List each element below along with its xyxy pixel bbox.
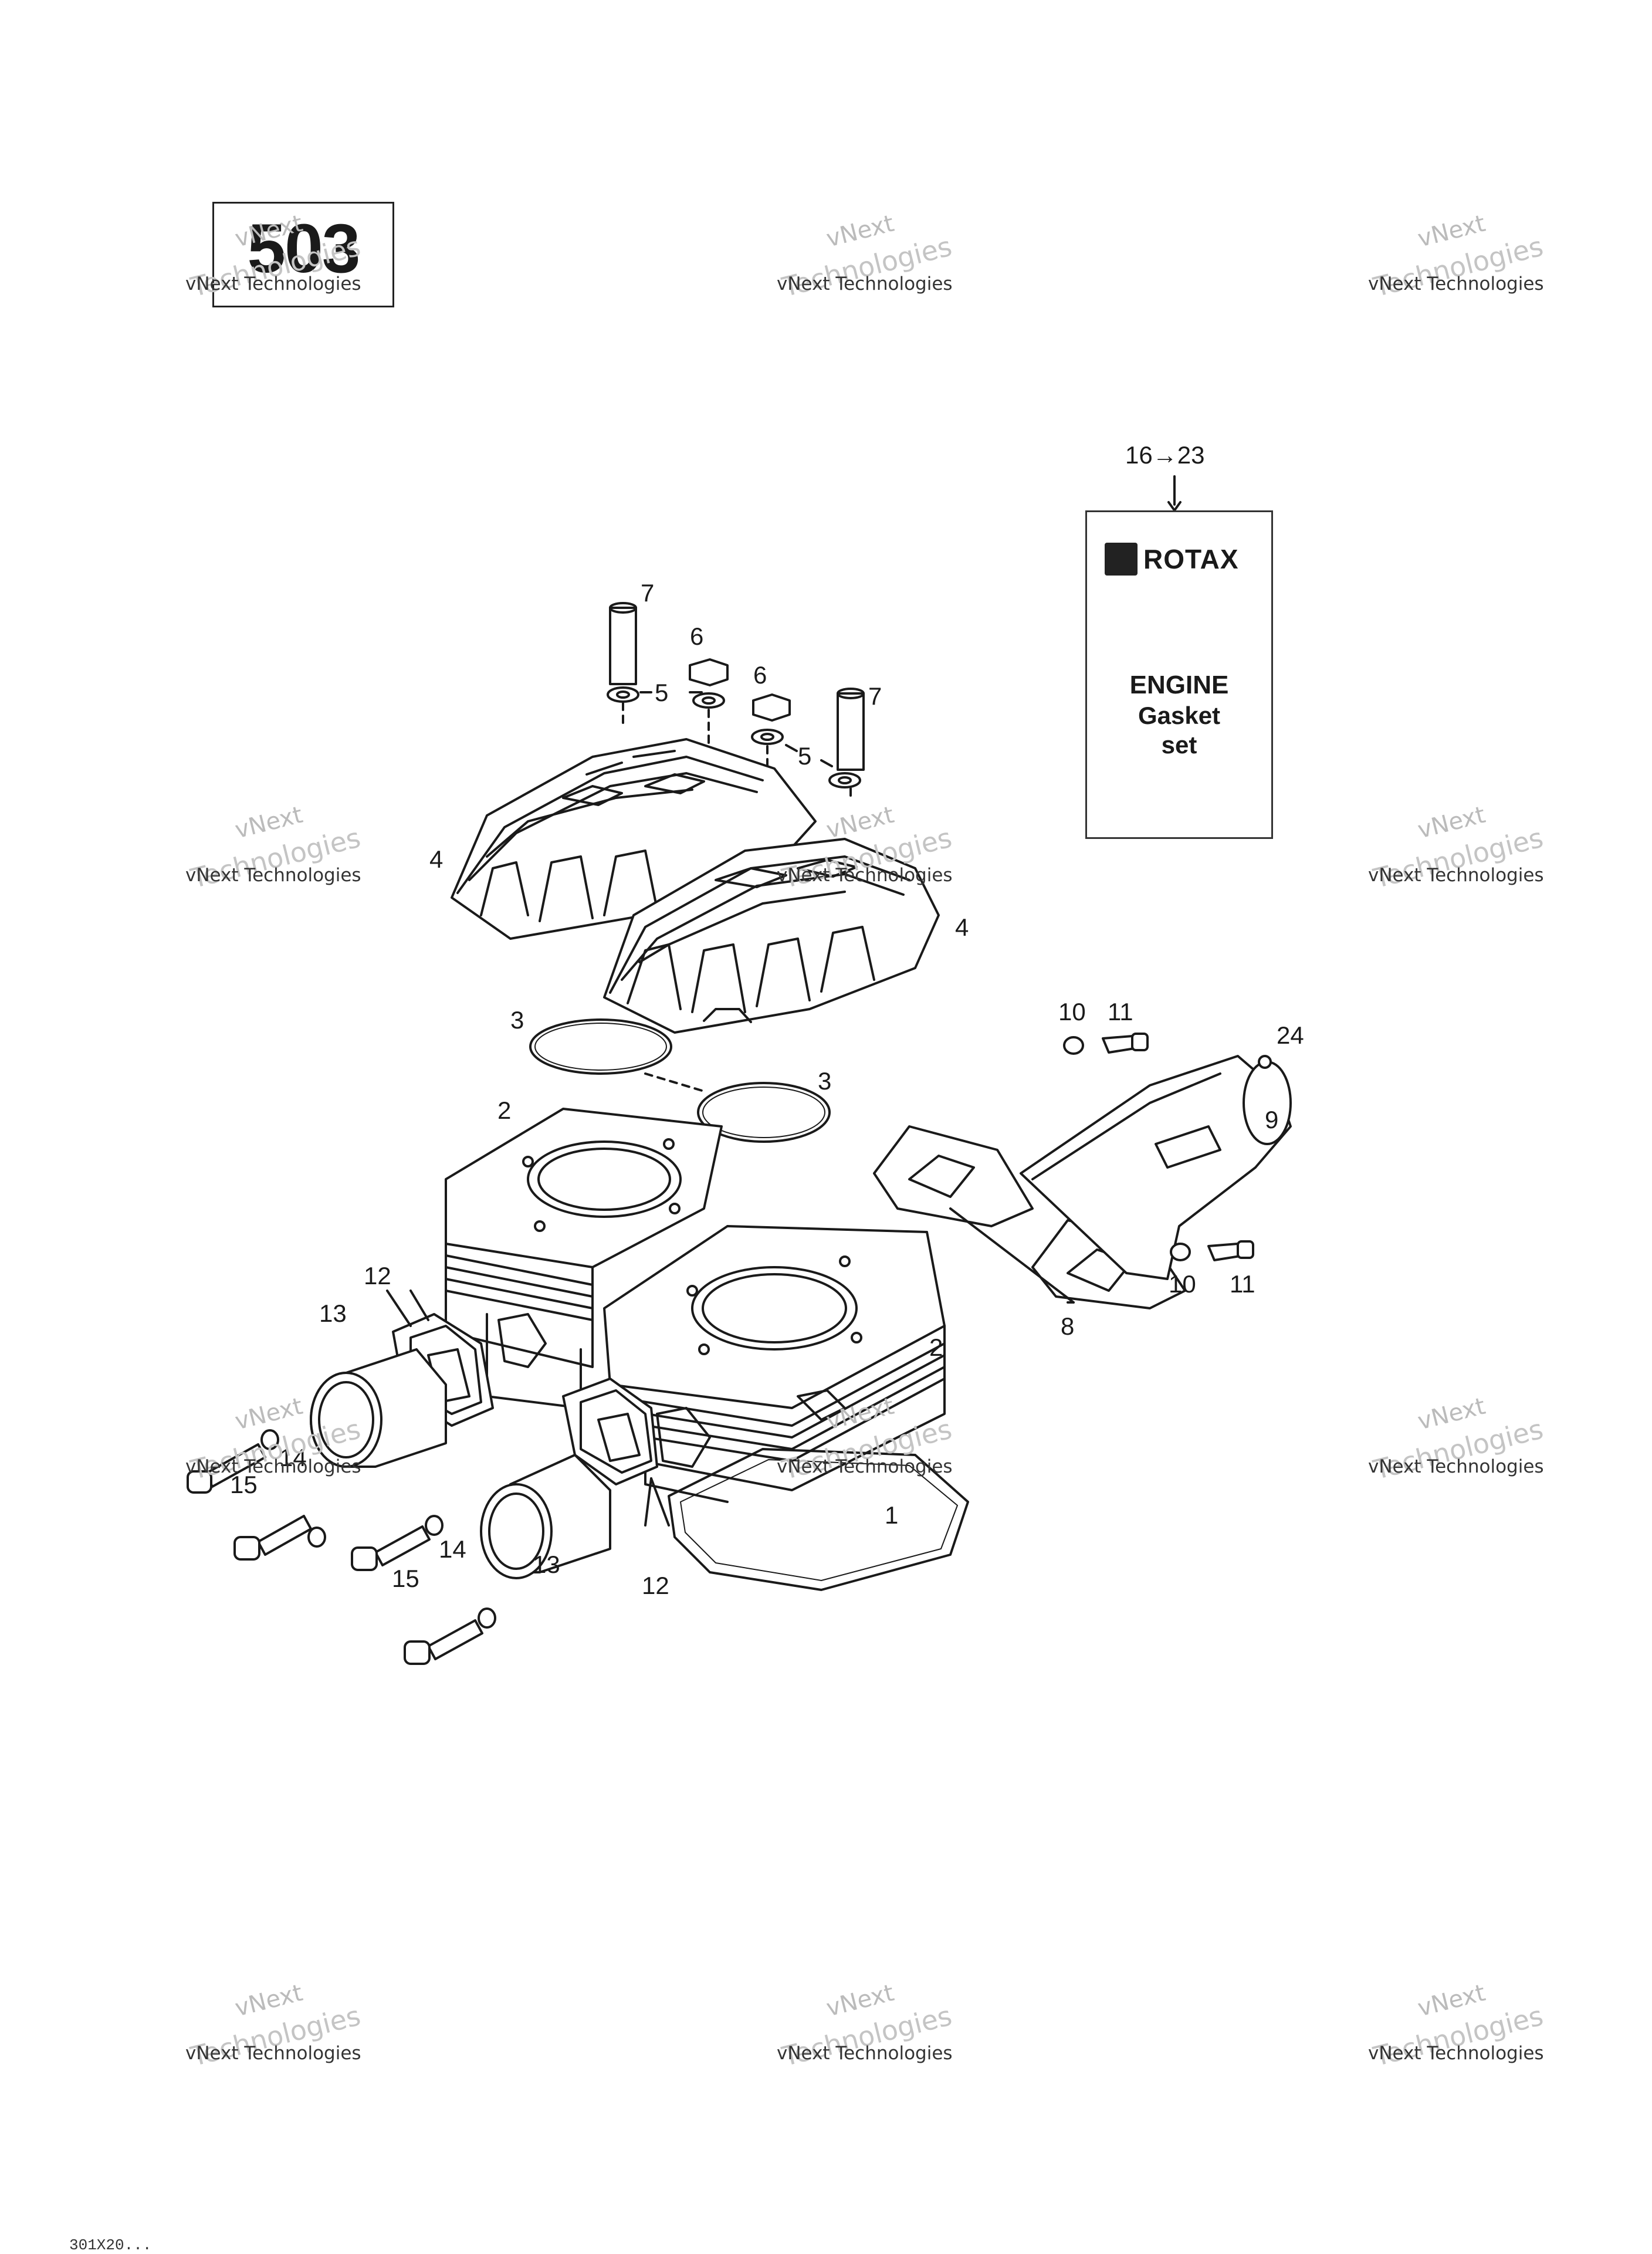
callout-12: 12 — [642, 1572, 669, 1599]
exhaust-manifold — [1020, 1055, 1292, 1280]
intake-socket-left — [310, 1348, 447, 1468]
callout-13: 13 — [533, 1551, 560, 1578]
callout-8: 8 — [1061, 1312, 1075, 1340]
kit-brand-name: ROTAX — [1143, 544, 1239, 574]
callout-2: 2 — [497, 1096, 512, 1124]
callout-15: 15 — [392, 1565, 419, 1592]
callout-4: 4 — [955, 913, 969, 941]
base-gasket — [668, 1448, 969, 1591]
lock-washers — [260, 1429, 496, 1629]
callout-11: 11 — [1108, 998, 1133, 1026]
callout-5: 5 — [798, 742, 812, 770]
nut-right — [751, 693, 791, 823]
o-ring-front — [697, 1082, 831, 1143]
engine-model-label: 503 — [247, 210, 361, 287]
drawing-code: 301X20... — [69, 2236, 152, 2254]
gasket-kit: ROTAX ENGINE Gasket set — [1085, 510, 1273, 839]
intake-socket-right — [480, 1454, 611, 1579]
callout-5: 5 — [655, 679, 669, 706]
callout-15: 15 — [230, 1471, 258, 1498]
washer-left — [607, 686, 639, 703]
cylinder-head-front — [603, 838, 940, 1034]
callout-9: 9 — [1265, 1106, 1279, 1133]
washer-right — [828, 772, 861, 788]
callout-11: 11 — [1230, 1270, 1255, 1298]
kit-subtitle: Gasket — [1138, 702, 1221, 729]
callout-2: 2 — [929, 1334, 943, 1361]
callout-7: 7 — [868, 682, 882, 710]
callout-13: 13 — [319, 1299, 347, 1327]
callout-6: 6 — [690, 622, 704, 650]
callout-24: 24 — [1277, 1021, 1304, 1049]
cylinder-front — [603, 1225, 946, 1503]
callout-6: 6 — [753, 661, 767, 689]
manifold-screw-upper — [1063, 1033, 1149, 1055]
exhaust-gasket-upper — [873, 1125, 1034, 1227]
callout-14: 14 — [439, 1535, 466, 1563]
callout-7: 7 — [641, 579, 655, 607]
callout-3: 3 — [818, 1067, 832, 1095]
callout-12: 12 — [364, 1262, 391, 1290]
intake-screws — [187, 1443, 483, 1665]
callout-10: 10 — [1169, 1270, 1196, 1298]
kit-subtitle-2: set — [1161, 731, 1197, 759]
intake-gaskets-right — [562, 1378, 658, 1485]
stud-left — [609, 602, 637, 729]
o-ring-rear — [529, 1018, 672, 1075]
kit-title: ENGINE — [1129, 671, 1229, 699]
kit-brand: ROTAX — [1105, 543, 1239, 576]
callout-3: 3 — [510, 1006, 524, 1034]
manifold-screw-lower — [1170, 1240, 1254, 1261]
callout-10: 10 — [1058, 998, 1086, 1026]
callout-14: 14 — [279, 1444, 307, 1471]
callout-4: 4 — [429, 845, 444, 873]
gasket-kit-reference: 16→23 — [1125, 441, 1205, 469]
manifold-plug — [1258, 1055, 1272, 1069]
engine-model-box: 503 — [212, 202, 394, 307]
callout-1: 1 — [885, 1501, 899, 1529]
cylinder-rear — [445, 1108, 723, 1409]
brp-logo-icon — [1105, 543, 1138, 576]
